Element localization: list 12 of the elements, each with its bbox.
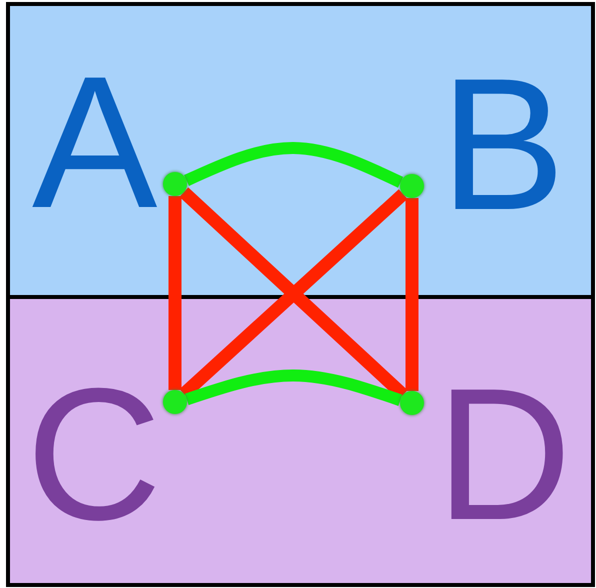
vertex-dot — [163, 172, 187, 196]
connector-line — [168, 196, 182, 390]
vertex-letter: D — [436, 360, 572, 548]
vertex-dot — [163, 390, 187, 414]
connector-line — [406, 198, 418, 391]
vertex-letter: C — [26, 360, 162, 548]
vertex-dot — [400, 391, 424, 415]
vertex-letter: A — [32, 48, 158, 236]
vertex-letter: B — [440, 50, 566, 238]
connector-line — [184, 370, 402, 406]
vertex-dot — [400, 174, 424, 198]
connector-line — [184, 142, 404, 188]
